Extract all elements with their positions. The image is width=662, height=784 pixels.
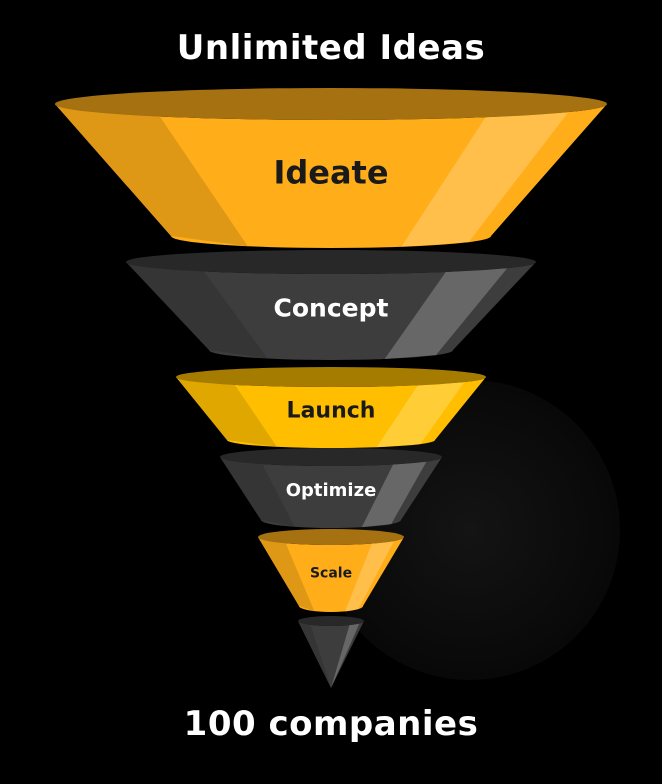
funnel-stage-label: Scale xyxy=(310,565,352,581)
funnel-stage-label: Ideate xyxy=(273,153,388,191)
funnel-stage-label: Launch xyxy=(287,399,376,424)
funnel-layer-rim xyxy=(298,616,364,626)
funnel-layer-rim xyxy=(55,88,607,120)
funnel-layer-6 xyxy=(298,616,364,688)
funnel-layer-2: Concept xyxy=(126,250,536,360)
funnel-layer-shadow-facet xyxy=(55,104,248,247)
funnel-layer-shadow-facet xyxy=(298,621,331,688)
funnel-stage-label: Concept xyxy=(274,294,389,323)
funnel-layer-highlight-facet xyxy=(331,623,360,688)
funnel-layer-rim xyxy=(176,367,486,387)
funnel-layer-shadow-facet xyxy=(258,537,315,612)
funnel-layer-3: Launch xyxy=(176,367,486,448)
funnel-layer-highlight-facet xyxy=(401,112,569,247)
funnel-layer-highlight-facet xyxy=(384,268,508,359)
funnel-stage-label: Optimize xyxy=(286,480,377,501)
funnel-layer-shadow-facet xyxy=(220,457,295,527)
funnel-top-title: Unlimited Ideas xyxy=(176,28,486,68)
funnel-layer-highlight-facet xyxy=(345,541,394,612)
funnel-layer-5: Scale xyxy=(258,529,404,612)
funnel-bottom-label: 100 companies xyxy=(183,704,479,744)
funnel-layer-4: Optimize xyxy=(220,448,442,528)
funnel-layer-highlight-facet xyxy=(361,461,427,528)
funnel-layer-1: Ideate xyxy=(55,88,607,248)
funnel-layer-shadow-facet xyxy=(176,377,277,447)
funnel-layer-highlight-facet xyxy=(376,382,465,448)
funnel-layer-rim xyxy=(220,448,442,466)
funnel-layer-shadow-facet xyxy=(126,262,268,359)
funnel-layer-rim xyxy=(258,529,404,545)
funnel-layer-rim xyxy=(126,250,536,274)
